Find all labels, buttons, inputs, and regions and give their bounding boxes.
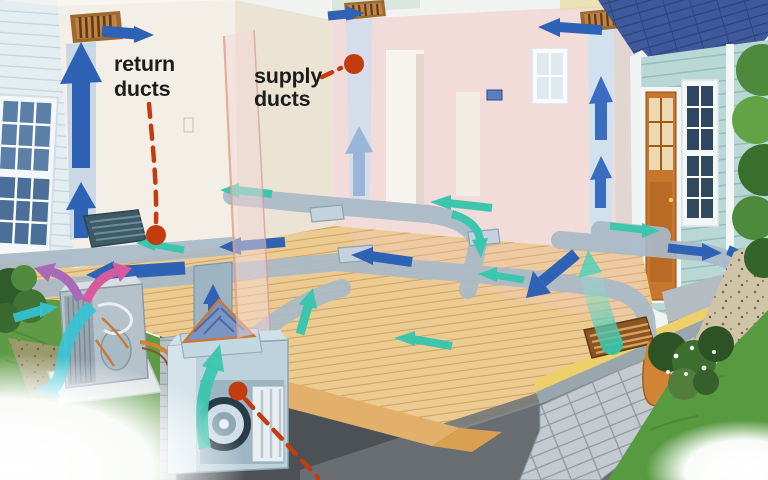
wall-return-grille bbox=[70, 11, 123, 43]
supply-leader-dot bbox=[344, 54, 364, 74]
downspout bbox=[726, 44, 734, 260]
door-knob bbox=[668, 197, 674, 203]
right-window bbox=[681, 79, 719, 227]
return-arrow-up-small bbox=[66, 182, 96, 238]
supply-arrow-t2 bbox=[430, 195, 493, 212]
supply-arrow-up-1 bbox=[589, 76, 613, 140]
return-leader-dot bbox=[146, 225, 166, 245]
sill-plate bbox=[536, 300, 752, 404]
shrub-left bbox=[0, 265, 47, 333]
left-exterior-wall bbox=[0, 0, 94, 316]
supply-arrow-mid-right bbox=[478, 267, 525, 284]
shrub-right bbox=[648, 326, 734, 400]
annotations: return ducts supply ducts bbox=[114, 52, 364, 480]
supply-air-stream bbox=[578, 250, 623, 355]
shrub-flowers bbox=[666, 345, 716, 376]
return-arrow-up-big bbox=[60, 42, 102, 168]
back-window bbox=[531, 47, 569, 105]
floor-return-register bbox=[83, 209, 147, 248]
furnace-air-handler bbox=[167, 261, 317, 475]
light-switch bbox=[183, 117, 194, 133]
return-arrow-floor-right bbox=[667, 243, 722, 261]
furnace-leader bbox=[228, 381, 321, 480]
thermostat bbox=[486, 89, 503, 101]
return-arrow-top-left bbox=[101, 25, 154, 43]
label-supply-ducts: supply ducts bbox=[254, 64, 328, 111]
supply-arrow-up-faint bbox=[345, 126, 373, 196]
return-leader bbox=[146, 101, 166, 245]
left-window bbox=[0, 93, 59, 257]
pink-cutaway-wall-panel bbox=[222, 29, 271, 339]
supply-leader bbox=[319, 54, 364, 80]
supply-arrow-right-short bbox=[609, 222, 660, 238]
supply-arrow-bottom bbox=[394, 331, 453, 350]
condenser-intake-arrow bbox=[12, 302, 58, 323]
refrigerant-coil-tubes bbox=[95, 317, 129, 367]
door-lights bbox=[649, 98, 673, 170]
doorway-opening bbox=[386, 50, 424, 204]
supply-arrow-up-2 bbox=[590, 156, 612, 208]
image-fades bbox=[0, 353, 768, 480]
floor-curl-lip bbox=[432, 428, 502, 452]
supply-arrow-out-left bbox=[538, 18, 603, 37]
tree-foliage bbox=[732, 44, 768, 278]
supply-arrow-into-grille bbox=[327, 6, 364, 22]
label-return-ducts: return ducts bbox=[114, 52, 181, 101]
exhaust-arrow-hot-left bbox=[34, 263, 85, 302]
supply-arrow-corner bbox=[450, 210, 488, 258]
doorway-jamb bbox=[456, 92, 480, 196]
return-arrow-down-left bbox=[526, 249, 580, 298]
exhaust-arrow-hot-right bbox=[81, 262, 132, 304]
return-arrow-floor-3 bbox=[351, 247, 413, 267]
front-door bbox=[641, 87, 681, 303]
supply-arrow-plenum-up bbox=[295, 288, 317, 336]
furnace-leader-dot bbox=[228, 381, 248, 401]
